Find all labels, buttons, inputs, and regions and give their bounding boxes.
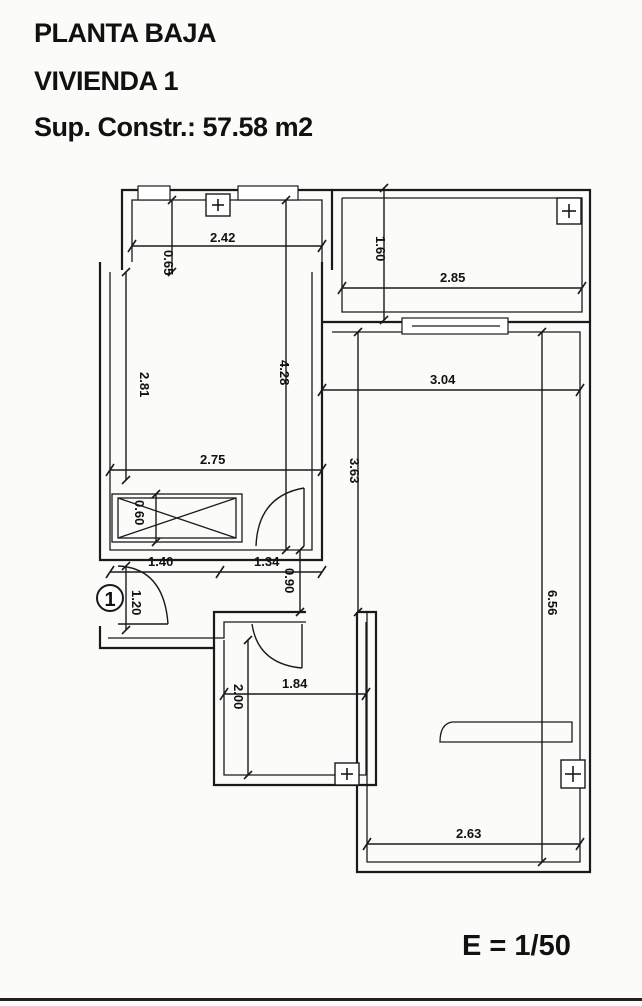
dim-label-2-00: 2.00 xyxy=(231,684,246,709)
dim-label-3-63: 3.63 xyxy=(347,458,362,483)
dim-label-2-42: 2.42 xyxy=(210,230,235,245)
vent-boxes xyxy=(205,193,586,789)
dimension-labels: 2.42 0.65 1.60 2.85 2.81 4.28 3.04 2.75 … xyxy=(129,230,560,841)
plus-icon xyxy=(560,759,586,789)
wardrobe xyxy=(111,493,243,543)
doors xyxy=(117,487,305,669)
plus-icon xyxy=(556,197,582,225)
window-top-left xyxy=(137,185,171,201)
dim-label-1-40: 1.40 xyxy=(148,554,173,569)
built-surface: Sup. Constr.: 57.58 m2 xyxy=(34,112,313,142)
dim-label-1-60: 1.60 xyxy=(373,236,388,261)
dim-label-0-65: 0.65 xyxy=(161,250,176,275)
drawing-scale: E = 1/50 xyxy=(462,930,571,962)
dim-label-2-81: 2.81 xyxy=(137,372,152,397)
bedroom-door-swing xyxy=(255,487,305,547)
dim-label-6-56: 6.56 xyxy=(545,590,560,615)
entry-door-swing xyxy=(117,565,169,625)
dim-label-2-85: 2.85 xyxy=(440,270,465,285)
bathroom-door-swing xyxy=(251,623,303,669)
dim-label-1-34: 1.34 xyxy=(254,554,280,569)
dim-label-0-90: 0.90 xyxy=(282,568,297,593)
dwelling-name: VIVIENDA 1 xyxy=(34,66,179,96)
bottom-rule xyxy=(0,998,642,1001)
windows xyxy=(137,185,509,335)
plus-icon xyxy=(205,193,231,217)
plus-icon xyxy=(334,762,360,786)
dim-label-2-75: 2.75 xyxy=(200,452,225,467)
dim-label-1-20: 1.20 xyxy=(129,590,144,615)
plan-title: PLANTA BAJA xyxy=(34,18,217,48)
dim-label-2-63: 2.63 xyxy=(456,826,481,841)
window-top-mid xyxy=(237,185,299,201)
dim-label-0-60: 0.60 xyxy=(132,500,147,525)
dim-label-1-84: 1.84 xyxy=(282,676,308,691)
entry-marker: 1 xyxy=(96,584,124,612)
dim-label-3-04: 3.04 xyxy=(430,372,456,387)
dimension-lines xyxy=(105,183,587,867)
walls xyxy=(98,188,592,874)
dim-label-4-28: 4.28 xyxy=(277,360,292,385)
entry-number: 1 xyxy=(104,589,115,611)
